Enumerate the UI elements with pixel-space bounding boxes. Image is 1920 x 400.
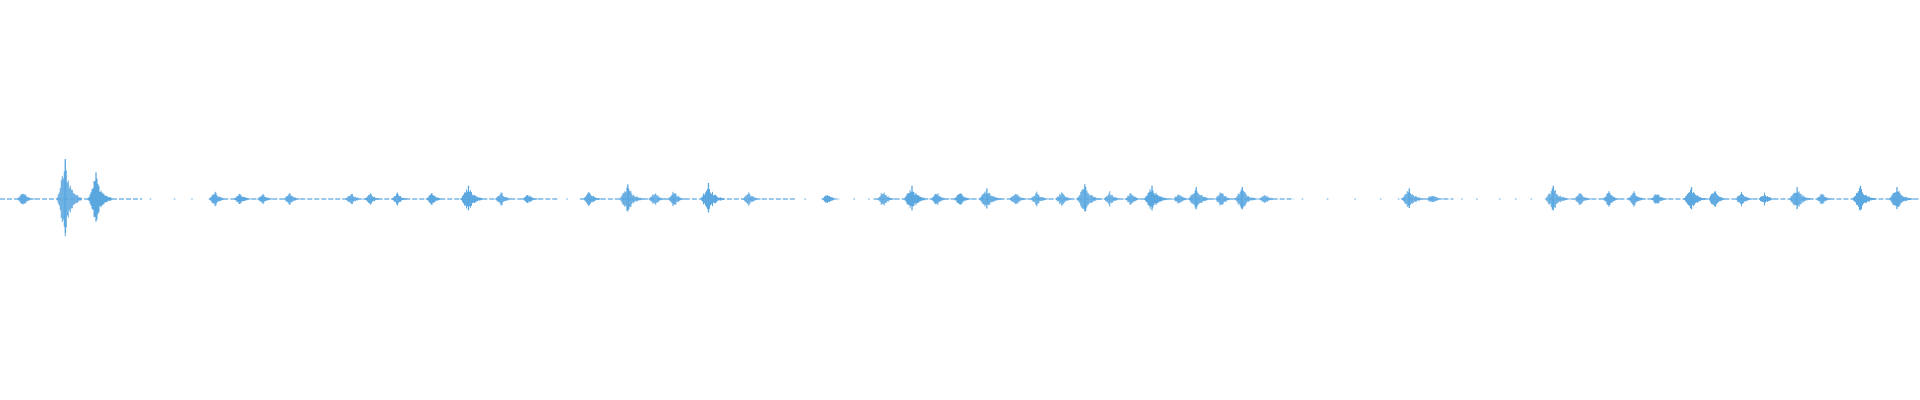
- waveform-noise-speck: [1397, 198, 1400, 200]
- waveform-burst: [390, 192, 410, 206]
- waveform-burst: [1103, 191, 1123, 207]
- waveform-burst: [1076, 184, 1102, 212]
- waveform-burst: [1683, 187, 1709, 210]
- waveform-burst: [821, 195, 841, 203]
- waveform-noise-speck: [1301, 198, 1304, 200]
- waveform-noise-speck: [1530, 198, 1533, 200]
- waveform-burst: [87, 172, 113, 222]
- waveform-burst: [1124, 193, 1144, 205]
- waveform-burst: [1734, 191, 1754, 207]
- waveform-burst: [1143, 185, 1169, 211]
- waveform-noise-speck: [1498, 198, 1501, 200]
- waveform-burst: [521, 195, 541, 203]
- waveform-noise-speck: [1476, 198, 1478, 200]
- waveform-noise-speck: [566, 198, 568, 200]
- waveform-burst: [1187, 187, 1213, 210]
- waveform-noise-speck: [1354, 198, 1356, 200]
- waveform-noise-speck: [149, 198, 152, 200]
- waveform-burst: [1815, 193, 1835, 205]
- waveform-burst: [208, 191, 228, 207]
- waveform-burst-group: [16, 159, 1914, 237]
- waveform-burst: [1009, 193, 1029, 205]
- waveform-burst: [1851, 185, 1877, 211]
- waveform-burst: [459, 185, 485, 211]
- waveform-burst: [903, 185, 929, 211]
- waveform-noise-speck: [1461, 198, 1463, 200]
- waveform-burst: [930, 193, 950, 205]
- waveform-burst: [876, 192, 896, 206]
- waveform-burst: [953, 193, 973, 205]
- waveform-noise-speck: [173, 198, 176, 200]
- waveform-burst: [344, 193, 364, 205]
- waveform-burst: [364, 193, 384, 205]
- waveform-burst: [425, 192, 445, 206]
- waveform-burst: [1400, 188, 1426, 209]
- waveform-burst: [619, 184, 645, 212]
- waveform-burst: [1650, 194, 1670, 204]
- waveform-burst: [1544, 185, 1570, 211]
- waveform-burst: [1425, 195, 1445, 203]
- waveform-burst: [1030, 191, 1050, 207]
- waveform-burst: [978, 188, 1004, 209]
- waveform-noise-speck: [804, 198, 806, 200]
- waveform-burst: [648, 193, 668, 205]
- waveform-burst: [1788, 187, 1814, 210]
- waveform-burst: [1757, 192, 1777, 206]
- waveform-noise-speck: [1326, 198, 1329, 200]
- waveform-burst: [1258, 195, 1278, 203]
- waveform-burst: [283, 192, 303, 206]
- waveform-burst: [494, 192, 514, 206]
- waveform-noise-speck: [1379, 198, 1382, 200]
- waveform-burst: [1214, 192, 1234, 206]
- waveform-burst: [1573, 193, 1593, 205]
- waveform-burst: [56, 159, 82, 237]
- waveform-burst: [582, 192, 602, 206]
- waveform-noise-speck: [853, 198, 855, 200]
- waveform-burst: [699, 183, 725, 213]
- waveform-burst: [233, 193, 253, 205]
- waveform-noise-speck: [1514, 198, 1517, 200]
- waveform-burst: [1708, 191, 1728, 207]
- waveform-noise-speck: [868, 198, 870, 200]
- waveform-burst: [1627, 191, 1647, 207]
- waveform-burst: [1602, 191, 1622, 207]
- waveform-burst: [1888, 187, 1914, 210]
- waveform-burst: [742, 192, 762, 206]
- waveform-burst: [1055, 192, 1075, 206]
- waveform-burst: [16, 193, 36, 205]
- waveform-burst: [667, 191, 687, 207]
- waveform-burst: [1233, 187, 1259, 210]
- waveform-burst: [256, 193, 276, 205]
- waveform-noise-speck: [191, 198, 193, 200]
